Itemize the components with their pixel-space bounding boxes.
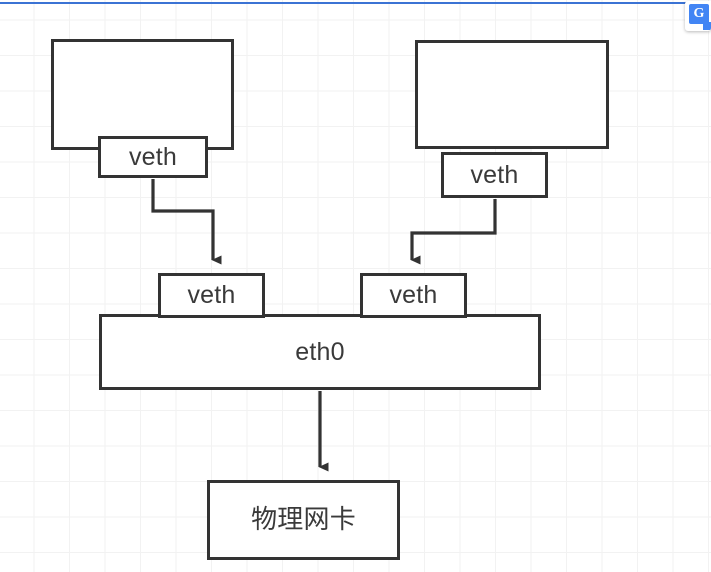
physical-nic-box[interactable]: 物理网卡 (207, 480, 400, 560)
veth-box-left-top[interactable]: veth (98, 136, 208, 178)
connector-veth-left (151, 179, 222, 265)
eth0-box[interactable]: eth0 (99, 314, 541, 390)
container-box-right[interactable] (415, 40, 609, 149)
physical-nic-label: 物理网卡 (251, 505, 356, 535)
google-g-icon: G (689, 4, 709, 24)
veth-box-right-top[interactable]: veth (441, 152, 548, 198)
google-badge-corner (703, 22, 711, 30)
eth0-label: eth0 (295, 337, 345, 366)
google-badge[interactable]: G (685, 1, 711, 31)
veth-box-right-bottom-label: veth (389, 281, 438, 309)
container-box-left[interactable] (51, 39, 234, 150)
veth-box-left-bottom-label: veth (187, 281, 236, 309)
veth-box-right-top-label: veth (470, 160, 519, 189)
connector-veth-right (410, 199, 497, 265)
veth-box-left-top-label: veth (128, 142, 178, 171)
top-blue-rule (0, 2, 711, 4)
veth-box-left-bottom[interactable]: veth (158, 273, 265, 318)
veth-box-right-bottom[interactable]: veth (360, 273, 467, 318)
